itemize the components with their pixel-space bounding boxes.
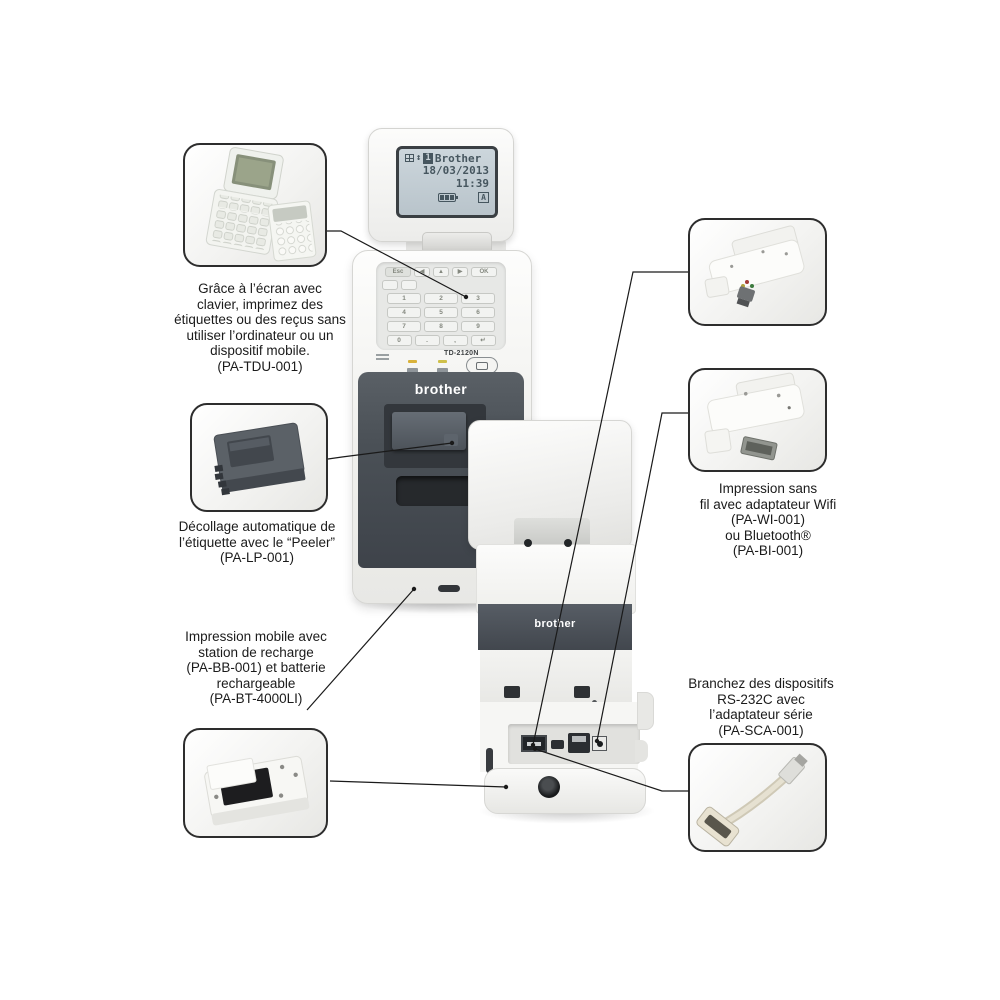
keyboard-display-unit-photo bbox=[205, 147, 317, 262]
status-led-roll bbox=[408, 360, 417, 363]
callout-part-number: (PA-BI-001) bbox=[732, 543, 804, 559]
mode-a-badge: A bbox=[478, 192, 489, 203]
callout-part-number: (PA-LP-001) bbox=[219, 550, 295, 566]
brother-logo: brother bbox=[534, 618, 576, 630]
label-peeler-photo bbox=[213, 422, 306, 496]
digit-key-1: 1 bbox=[387, 293, 421, 304]
callout-part-number: (PA-BT-4000LI) bbox=[209, 691, 303, 707]
power-feed-button bbox=[466, 357, 498, 374]
lcd-date-text: 18/03/2013 bbox=[422, 164, 489, 177]
callout-text-line: (PA-BB-001) et batterie bbox=[186, 660, 326, 676]
updown-arrows-icon: ↕ bbox=[416, 153, 422, 163]
rear-slot bbox=[486, 748, 493, 773]
callout-text-line: Impression mobile avec bbox=[185, 629, 327, 644]
brother-logo: brother bbox=[414, 381, 468, 397]
callout-text-line: Décollage automatique de bbox=[178, 519, 336, 534]
nav-left-key: ◀ bbox=[414, 267, 430, 277]
battery-indicator-icon bbox=[437, 368, 448, 373]
callout-text-line: dispositif mobile. bbox=[210, 343, 310, 359]
digit-key-6: 6 bbox=[461, 307, 495, 318]
media-type-icon bbox=[376, 354, 389, 362]
callout-text-line: Impression sans bbox=[718, 481, 818, 496]
dc-power-connector bbox=[538, 776, 560, 798]
lan-port bbox=[568, 733, 590, 753]
wifi-adapter-photo bbox=[704, 225, 805, 308]
callout-image-battery-cradle bbox=[183, 728, 328, 838]
mini-usb-port bbox=[551, 740, 564, 749]
mechanism-tab bbox=[504, 686, 520, 698]
roll-indicator-icon bbox=[407, 368, 418, 373]
callout-text-line: Grâce à l’écran avec bbox=[198, 281, 322, 296]
callout-text-line: RS-232C avec bbox=[717, 691, 805, 707]
peeler-flap bbox=[392, 412, 466, 450]
lcd-title-text: Brother bbox=[434, 151, 482, 165]
function-key bbox=[401, 280, 417, 290]
callout-image-serial-cable bbox=[688, 743, 827, 852]
printer-keypad: Esc ◀ ▲ ▶ OK 1 2 3 4 5 6 7 8 9 0 . , bbox=[376, 262, 506, 350]
callout-text-line: fil avec adaptateur Wifi bbox=[699, 496, 837, 512]
callout-text-line: rechargeable bbox=[216, 675, 296, 691]
label-grid-icon bbox=[405, 154, 414, 162]
callout-text-serial: Branchez des dispositifs RS-232C avec l’… bbox=[668, 676, 854, 738]
rear-cover-band: brother bbox=[478, 604, 632, 650]
callout-part-number: (PA-SCA-001) bbox=[718, 722, 804, 738]
enter-key: ↵ bbox=[470, 335, 496, 346]
hinge-screw bbox=[524, 539, 532, 547]
digit-key-3: 3 bbox=[461, 293, 495, 304]
battery-icon bbox=[438, 193, 458, 202]
callout-part-number: (PA-WI-001) bbox=[730, 512, 805, 528]
callout-text-peeler: Décollage automatique de l’étiquette ave… bbox=[153, 519, 361, 566]
callout-image-bluetooth-adapter bbox=[688, 368, 827, 472]
callout-image-peeler bbox=[190, 403, 328, 512]
digit-key-5: 5 bbox=[424, 307, 458, 318]
side-tab bbox=[635, 740, 648, 762]
nav-up-key: ▲ bbox=[433, 267, 449, 277]
callout-text-line: Branchez des dispositifs bbox=[688, 676, 834, 691]
callout-image-tdu bbox=[183, 143, 327, 267]
callout-text-line: l’adaptateur série bbox=[709, 707, 813, 723]
digit-key-7: 7 bbox=[387, 321, 421, 332]
lcd-screen: ↕ 1 Brother 18/03/2013 11:39 A bbox=[396, 146, 498, 218]
peeler-latch bbox=[444, 434, 458, 446]
charging-cradle-with-battery-photo bbox=[204, 755, 310, 826]
bluetooth-adapter-photo bbox=[704, 372, 805, 461]
lcd-time-text: 11:39 bbox=[455, 177, 489, 190]
callout-text-line: ou Bluetooth® bbox=[725, 527, 811, 543]
callout-line-battery-rear bbox=[329, 780, 507, 788]
serial-jack-port bbox=[592, 736, 607, 751]
callout-part-number: (PA-TDU-001) bbox=[217, 358, 303, 374]
serial-adapter-cable-photo bbox=[696, 753, 808, 847]
nav-right-key: ▶ bbox=[452, 267, 468, 277]
rear-printer-base bbox=[484, 768, 646, 814]
callout-text-line: l’étiquette avec le “Peeler” bbox=[178, 534, 336, 550]
callout-text-line: utiliser l’ordinateur ou un bbox=[186, 327, 334, 343]
digit-key-9: 9 bbox=[461, 321, 495, 332]
digit-key-8: 8 bbox=[424, 321, 458, 332]
base-slot bbox=[438, 585, 460, 592]
callout-image-wifi-adapter bbox=[688, 218, 827, 326]
esc-key: Esc bbox=[385, 267, 411, 277]
callout-text-line: étiquettes ou des reçus sans bbox=[174, 312, 346, 328]
function-key bbox=[382, 280, 398, 290]
status-led-battery bbox=[438, 360, 447, 363]
comma-key: , bbox=[442, 335, 468, 346]
usb-host-port bbox=[521, 735, 547, 752]
callout-text-line: station de recharge bbox=[198, 644, 314, 660]
side-tab bbox=[637, 692, 654, 730]
digit-key-4: 4 bbox=[387, 307, 421, 318]
mechanism-tab bbox=[574, 686, 590, 698]
model-label: TD-2120N bbox=[444, 350, 479, 357]
callout-text-battery: Impression mobile avec station de rechar… bbox=[158, 629, 354, 707]
digit-key-0: 0 bbox=[386, 335, 412, 346]
callout-text-line: clavier, imprimez des bbox=[196, 296, 324, 312]
hinge-screw bbox=[564, 539, 572, 547]
callout-text-tdu: Grâce à l’écran avec clavier, imprimez d… bbox=[156, 281, 364, 375]
digit-key-2: 2 bbox=[424, 293, 458, 304]
field-number-badge: 1 bbox=[423, 152, 433, 164]
dot-key: . bbox=[414, 335, 440, 346]
callout-text-wireless: Impression sans fil avec adaptateur Wifi… bbox=[672, 481, 864, 559]
ok-key: OK bbox=[471, 267, 497, 277]
rear-mechanism-strip bbox=[480, 650, 632, 705]
